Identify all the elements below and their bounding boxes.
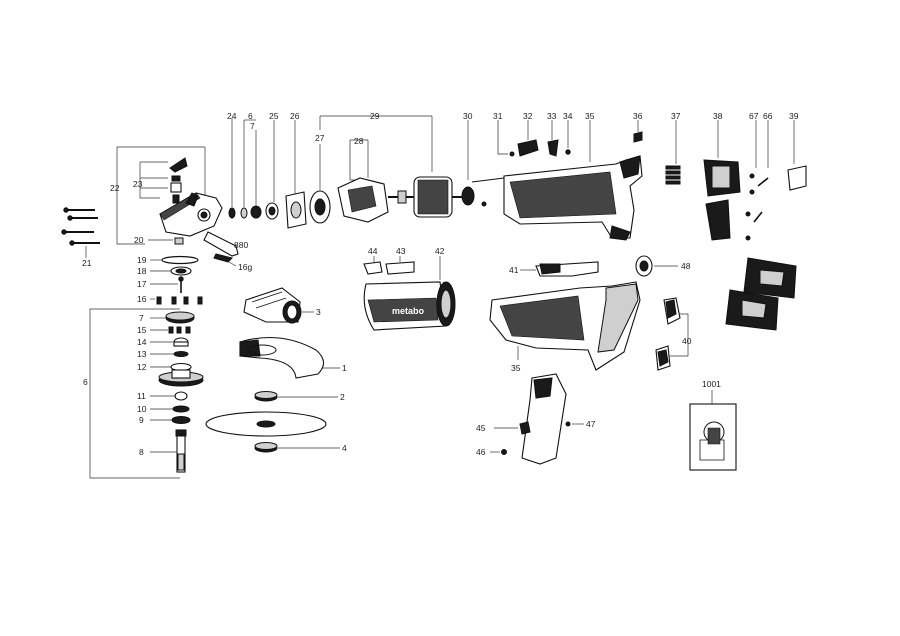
flange-2 xyxy=(254,391,338,402)
label-38: 38 xyxy=(713,111,723,121)
label-1001: 1001 xyxy=(702,379,721,389)
label-6b: 6 xyxy=(248,111,253,121)
label-3: 3 xyxy=(316,307,321,317)
label-44: 44 xyxy=(368,246,378,256)
slider-41 xyxy=(520,261,599,277)
label-30: 30 xyxy=(463,111,473,121)
box-1001 xyxy=(689,390,737,471)
label-9: 9 xyxy=(139,415,144,425)
grinding-disc xyxy=(205,411,327,437)
label-46: 46 xyxy=(476,447,486,457)
label-1: 1 xyxy=(342,363,347,373)
label-26: 26 xyxy=(290,111,300,121)
plate-39 xyxy=(787,120,807,191)
left-column-parts xyxy=(156,255,204,473)
label-4: 4 xyxy=(342,443,347,453)
label-40: 40 xyxy=(682,336,692,346)
label-16g: 16g xyxy=(238,262,252,272)
part-30 xyxy=(461,120,487,207)
label-32: 32 xyxy=(523,111,533,121)
gear-head-housing xyxy=(159,192,223,237)
side-handle-3 xyxy=(243,287,314,324)
parts-36-37 xyxy=(633,120,681,185)
label-21: 21 xyxy=(82,258,92,268)
label-2: 2 xyxy=(340,392,345,402)
label-36: 36 xyxy=(633,111,643,121)
cover-45 xyxy=(490,373,584,465)
top-parts-24-28 xyxy=(228,115,433,229)
label-42: 42 xyxy=(435,246,445,256)
parts-44-43 xyxy=(363,256,415,275)
label-20: 20 xyxy=(134,235,144,245)
label-43: 43 xyxy=(396,246,406,256)
armature-29 xyxy=(388,176,470,218)
part-20 xyxy=(174,237,184,245)
pins-66-67 xyxy=(745,120,769,241)
clips-40 xyxy=(655,297,689,371)
label-25: 25 xyxy=(269,111,279,121)
housing-half-35-bottom xyxy=(489,281,641,371)
label-67: 67 xyxy=(749,111,759,121)
label-15: 15 xyxy=(137,325,147,335)
part-880 xyxy=(203,231,239,257)
label-29: 29 xyxy=(370,111,380,121)
bracket-22 xyxy=(116,146,206,245)
switch-module-38 xyxy=(703,120,741,241)
label-17: 17 xyxy=(137,279,147,289)
label-35b: 35 xyxy=(511,363,521,373)
wheel-guard-1 xyxy=(239,337,340,379)
battery-packs xyxy=(725,257,797,331)
housing-half-35-top xyxy=(471,155,643,241)
label-10: 10 xyxy=(137,404,147,414)
label-11: 11 xyxy=(137,391,146,401)
label-33: 33 xyxy=(547,111,557,121)
label-13: 13 xyxy=(137,349,147,359)
label-6: 6 xyxy=(83,377,88,387)
label-14: 14 xyxy=(137,337,147,347)
label-41: 41 xyxy=(509,265,519,275)
label-7: 7 xyxy=(139,313,144,323)
label-22: 22 xyxy=(110,183,120,193)
parts-31-34 xyxy=(497,120,591,162)
screws-21 xyxy=(61,207,100,258)
label-880: 880 xyxy=(234,240,248,250)
label-23: 23 xyxy=(133,179,143,189)
label-37: 37 xyxy=(671,111,681,121)
label-45: 45 xyxy=(476,423,486,433)
motor-housing-42: metabo xyxy=(363,256,456,331)
label-28: 28 xyxy=(354,136,364,146)
label-39: 39 xyxy=(789,111,799,121)
nut-4 xyxy=(254,442,340,453)
label-48: 48 xyxy=(681,261,691,271)
label-31: 31 xyxy=(493,111,503,121)
label-47: 47 xyxy=(586,419,596,429)
label-18: 18 xyxy=(137,266,147,276)
label-12: 12 xyxy=(137,362,147,372)
label-16: 16 xyxy=(137,294,147,304)
label-8: 8 xyxy=(139,447,144,457)
label-19: 19 xyxy=(137,255,147,265)
label-66: 66 xyxy=(763,111,773,121)
label-34: 34 xyxy=(563,111,573,121)
label-7b: 7 xyxy=(250,121,255,131)
left-leaders xyxy=(89,259,180,479)
bushing-48 xyxy=(635,255,678,277)
label-35: 35 xyxy=(585,111,595,121)
label-24: 24 xyxy=(227,111,237,121)
label-27: 27 xyxy=(315,133,325,143)
brand-logo-text: metabo xyxy=(392,306,425,316)
small-parts-23 xyxy=(139,157,188,204)
stator-28 xyxy=(337,139,389,223)
